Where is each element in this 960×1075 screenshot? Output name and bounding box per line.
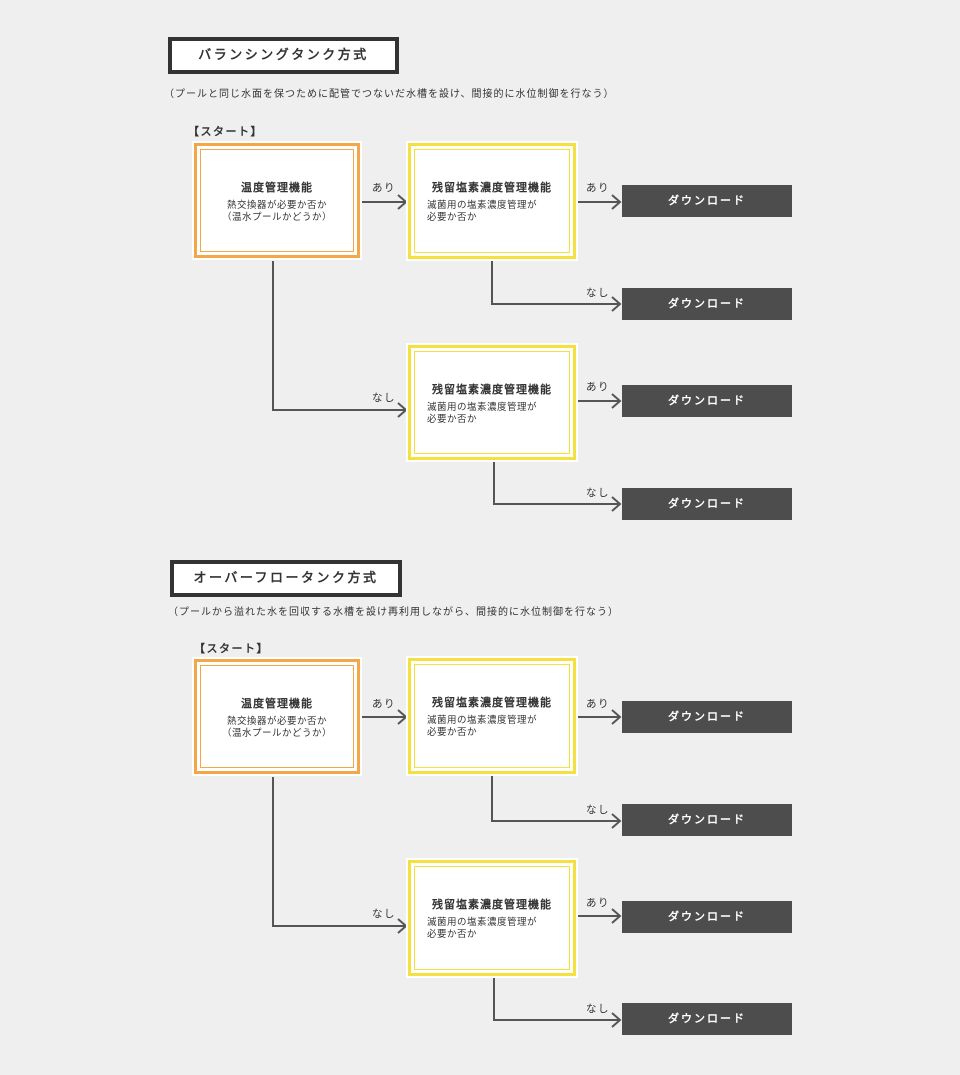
edge-c2-yes-arrow [611,908,622,924]
edge-label-c1-no: なし [586,287,610,299]
chlorine-management-node-yes: 残留塩素濃度管理機能 滅菌用の塩素濃度管理が 必要か否か [406,656,578,776]
edge-label-c2-yes: あり [586,897,610,909]
edge-c2-yes-arrow [611,393,622,409]
edge-label-c1-yes: あり [586,698,610,710]
edge-start-no-arrow [397,918,408,934]
edge-label-c2-no: なし [586,487,610,499]
node-desc-line1: 滅菌用の塩素濃度管理が [427,402,538,413]
edge-c2-no-arrow [611,496,622,512]
node-desc-line2: （温水プールかどうか） [221,728,332,739]
edge-start-yes-arrow [397,194,408,210]
download-button[interactable]: ダウンロード [622,488,792,520]
balancing-tank-section: バランシングタンク方式 （プールと同じ水面を保つために配管でつないだ水槽を設け、… [0,0,960,520]
temperature-management-node: 温度管理機能 熱交換器が必要か否か （温水プールかどうか） [192,141,362,260]
node-desc-line1: 熱交換器が必要か否か [226,716,327,727]
edge-c2-no-line [493,976,620,1021]
temperature-management-node: 温度管理機能 熱交換器が必要か否か （温水プールかどうか） [192,657,362,776]
section-title: オーバーフロータンク方式 [170,560,402,597]
section-title: バランシングタンク方式 [168,37,399,74]
edge-label-start-yes: あり [372,698,396,710]
node-desc-line2: 必要か否か [427,727,478,738]
section-description: （プールと同じ水面を保つために配管でつないだ水槽を設け、間接的に水位制御を行なう… [164,89,615,100]
download-button[interactable]: ダウンロード [622,804,792,836]
node-title: 残留塩素濃度管理機能 [432,696,552,709]
edge-c1-no-line [491,260,620,305]
edge-c1-no-line [491,776,620,822]
node-desc-line1: 滅菌用の塩素濃度管理が [427,715,538,726]
edge-c2-no-arrow [611,1012,622,1028]
chlorine-management-node-no: 残留塩素濃度管理機能 滅菌用の塩素濃度管理が 必要か否か [406,343,578,462]
edge-start-no-arrow [397,402,408,418]
edge-c2-no-line [493,460,620,505]
edge-label-c2-yes: あり [586,381,610,393]
node-title: 残留塩素濃度管理機能 [432,383,552,396]
edge-c1-yes-arrow [611,194,622,210]
download-button[interactable]: ダウンロード [622,288,792,320]
edge-start-no-line [272,261,406,411]
node-desc-line1: 熱交換器が必要か否か [226,200,327,211]
download-button[interactable]: ダウンロード [622,1003,792,1035]
edge-label-c1-no: なし [586,804,610,816]
node-desc-line2: 必要か否か [427,929,478,940]
flow-connectors [272,194,622,512]
node-title: 残留塩素濃度管理機能 [432,898,552,911]
start-label: 【スタート】 [188,125,263,138]
download-button[interactable]: ダウンロード [622,701,792,733]
download-button[interactable]: ダウンロード [622,385,792,417]
chlorine-management-node-no: 残留塩素濃度管理機能 滅菌用の塩素濃度管理が 必要か否か [406,858,578,978]
node-title: 残留塩素濃度管理機能 [432,181,552,194]
flow-connectors [272,709,622,1028]
node-desc-line2: 必要か否か [427,212,478,223]
edge-label-start-no: なし [372,392,396,404]
edge-start-no-line [272,777,406,927]
edge-label-c2-no: なし [586,1003,610,1015]
node-title: 温度管理機能 [241,181,313,194]
start-label: 【スタート】 [194,642,269,655]
section-description: （プールから溢れた水を回収する水槽を設け再利用しながら、間接的に水位制御を行なう… [168,607,619,618]
node-desc-line1: 滅菌用の塩素濃度管理が [427,917,538,928]
edge-c1-no-arrow [611,296,622,312]
download-button[interactable]: ダウンロード [622,185,792,217]
node-desc-line2: 必要か否か [427,414,478,425]
node-desc-line2: （温水プールかどうか） [221,212,332,223]
edge-label-c1-yes: あり [586,182,610,194]
edge-start-yes-arrow [397,709,408,725]
edge-label-start-no: なし [372,908,396,920]
edge-label-start-yes: あり [372,182,396,194]
edge-c1-yes-arrow [611,709,622,725]
node-title: 温度管理機能 [241,697,313,710]
chlorine-management-node-yes: 残留塩素濃度管理機能 滅菌用の塩素濃度管理が 必要か否か [406,141,578,261]
edge-c1-no-arrow [611,813,622,829]
overflow-tank-section: オーバーフロータンク方式 （プールから溢れた水を回収する水槽を設け再利用しながら… [0,516,960,1036]
download-button[interactable]: ダウンロード [622,901,792,933]
node-desc-line1: 滅菌用の塩素濃度管理が [427,200,538,211]
